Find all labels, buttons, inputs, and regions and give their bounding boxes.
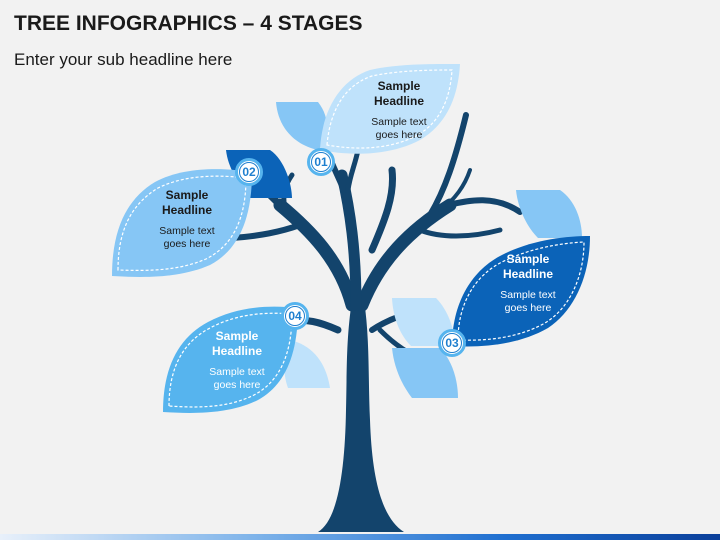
page-subtitle: Enter your sub headline here — [14, 50, 233, 69]
small-leaf — [392, 298, 455, 346]
stage-02-headline: Sample Headline — [161, 188, 212, 217]
tree-branch — [229, 222, 303, 241]
stage-03-card: Sample Headline Sample text goes here — [479, 252, 577, 315]
leaf-card-04 — [163, 306, 298, 413]
stage-01-badge: 01 — [307, 148, 335, 176]
small-leaf — [516, 190, 582, 238]
stage-03-number: 03 — [445, 336, 459, 350]
tree-branch — [427, 112, 469, 218]
tree-branch — [417, 227, 503, 239]
stage-02-badge: 02 — [235, 158, 263, 186]
stage-03-badge: 03 — [438, 329, 466, 357]
tree-branch — [273, 198, 359, 312]
tree-branch — [345, 147, 361, 193]
stage-01-text: Sample text goes here — [371, 116, 427, 142]
stage-01-number: 01 — [314, 155, 328, 169]
tree-branch — [368, 166, 397, 254]
stage-03-text: Sample text goes here — [500, 289, 556, 315]
leaf-cards — [112, 63, 590, 413]
small-leaf — [276, 102, 328, 150]
stage-04-card: Sample Headline Sample text goes here — [188, 329, 286, 392]
page-title: TREE INFOGRAPHICS – 4 STAGES — [14, 12, 363, 35]
stage-04-text: Sample text goes here — [209, 366, 265, 392]
stage-02-number: 02 — [242, 165, 256, 179]
leaf-card-03 — [452, 236, 590, 347]
tree-branch — [355, 198, 457, 312]
stage-04-headline: Sample Headline — [211, 329, 262, 358]
tree-trunk — [318, 300, 404, 532]
stage-02-text: Sample text goes here — [159, 225, 215, 251]
stage-04-badge: 04 — [281, 302, 309, 330]
small-leaf — [392, 348, 458, 398]
stage-02-card: Sample Headline Sample text goes here — [138, 188, 236, 251]
small-leaf — [284, 340, 330, 388]
stage-01-card: Sample Headline Sample text goes here — [350, 79, 448, 142]
stage-03-headline: Sample Headline — [502, 252, 553, 281]
footer-gradient-bar — [0, 534, 720, 540]
tree-branch — [445, 197, 523, 215]
stage-04-number: 04 — [288, 309, 302, 323]
leaf-card-01 — [320, 63, 460, 154]
stage-01-headline: Sample Headline — [373, 79, 424, 108]
tree-branch — [438, 168, 472, 212]
